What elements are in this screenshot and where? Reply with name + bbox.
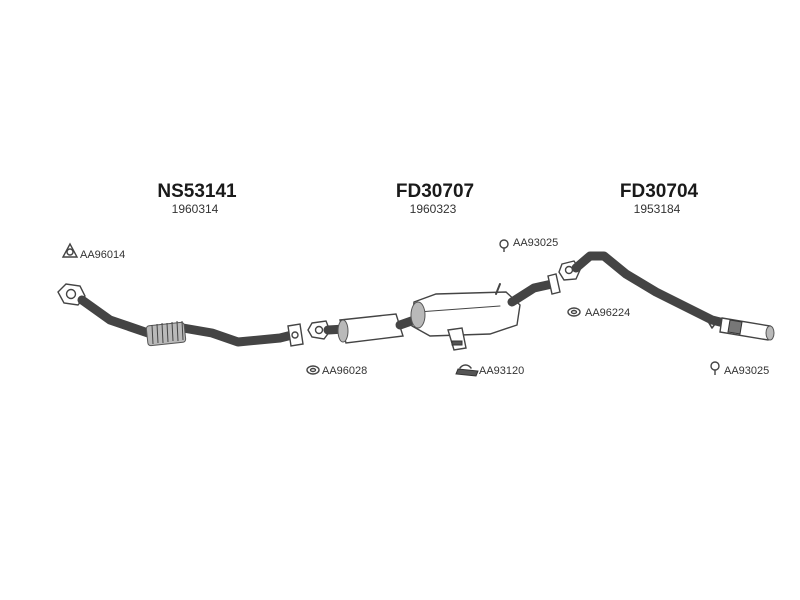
front-pipe-icon bbox=[57, 283, 304, 347]
gasket-mid-icon bbox=[306, 365, 320, 375]
part-label-hanger-rear: AA93025 bbox=[724, 365, 770, 377]
flex-bellows-icon bbox=[145, 320, 187, 347]
section-code-rear-pipe: FD30704 bbox=[619, 181, 699, 202]
rear-pipe-icon bbox=[558, 251, 775, 341]
part-label-gasket-rear: AA96224 bbox=[585, 307, 631, 319]
part-label-hanger-top: AA93025 bbox=[513, 237, 559, 249]
section-code-front-pipe: NS53141 bbox=[157, 181, 237, 202]
part-label-gasket-mid: AA96028 bbox=[322, 365, 368, 377]
section-ref-rear-pipe: 1953184 bbox=[633, 202, 681, 216]
hanger-rear-icon bbox=[710, 361, 720, 375]
section-ref-middle-silencer: 1960323 bbox=[409, 202, 457, 216]
section-code-middle-silencer: FD30707 bbox=[395, 181, 475, 202]
middle-silencer-icon bbox=[307, 273, 561, 351]
part-label-gasket-front: AA96014 bbox=[80, 249, 126, 261]
clamp-icon bbox=[455, 364, 479, 377]
section-ref-front-pipe: 1960314 bbox=[171, 202, 219, 216]
gasket-rear-icon bbox=[567, 307, 581, 317]
part-label-clamp: AA93120 bbox=[479, 365, 525, 377]
hanger-top-icon bbox=[499, 239, 509, 252]
gasket-front-icon bbox=[61, 242, 79, 258]
